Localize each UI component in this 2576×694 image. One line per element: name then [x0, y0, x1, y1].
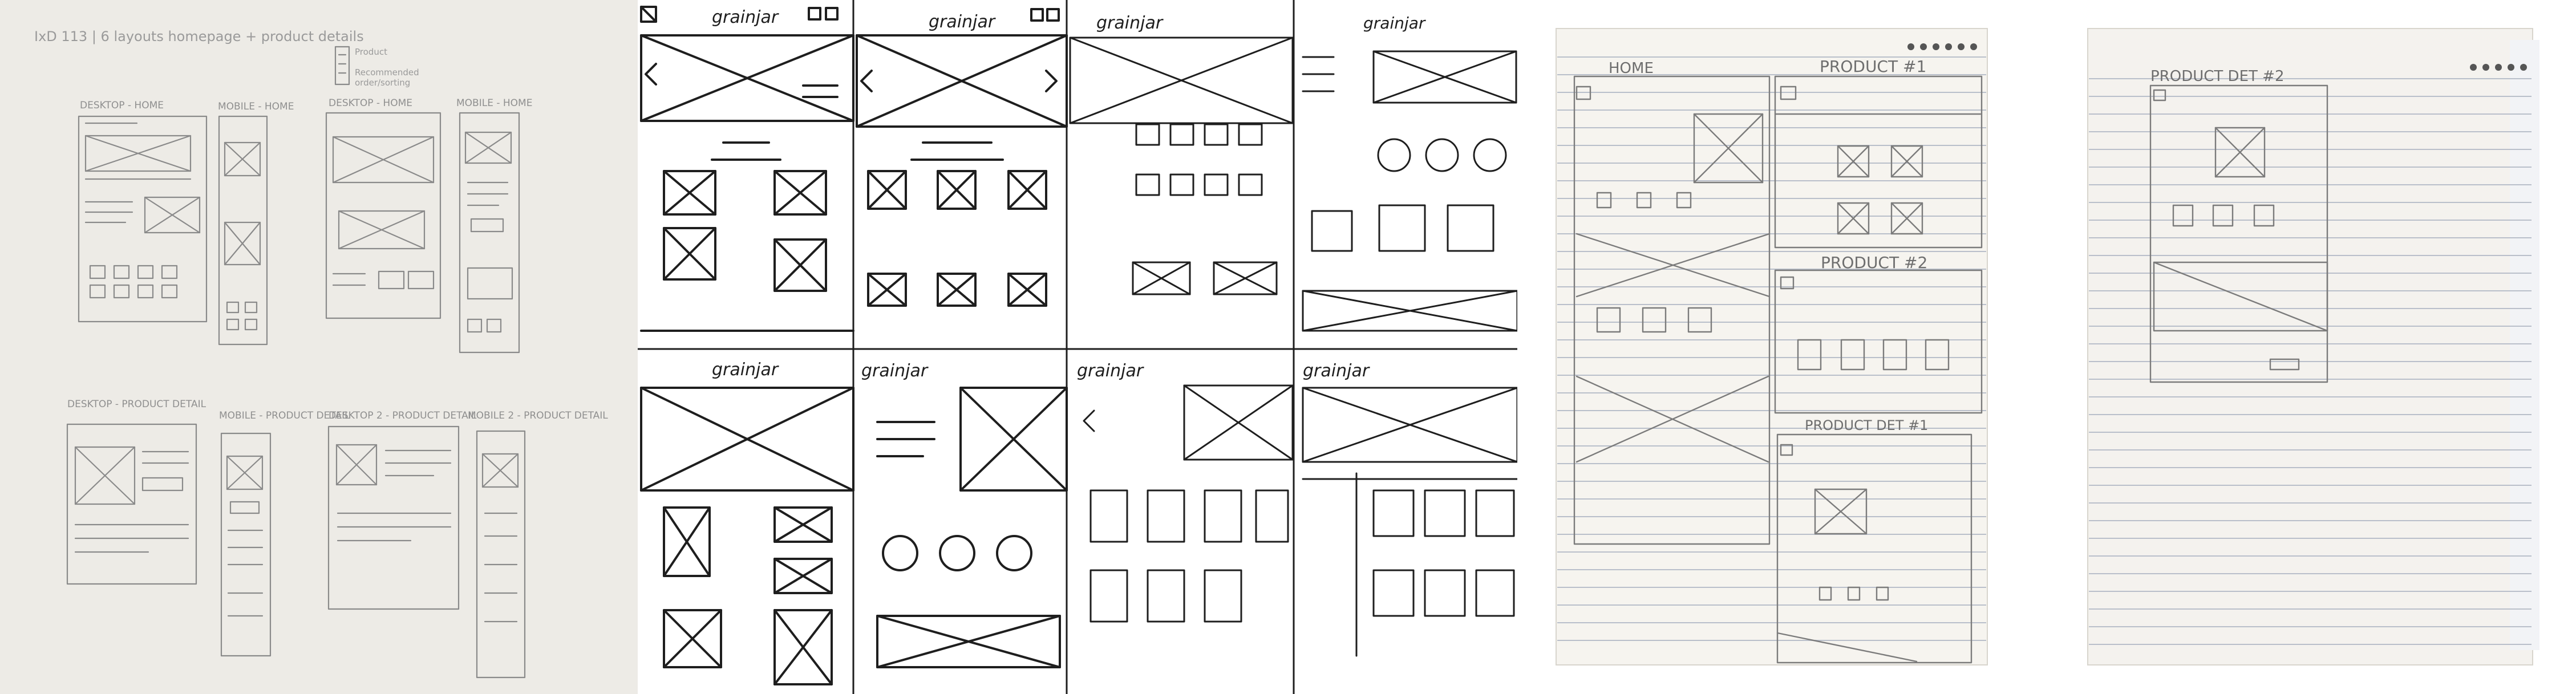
ink-wireframes-panel: grainjar grainjar grainjar grainjar grai…	[638, 0, 1517, 694]
logo-frame-7: grainjar	[1077, 361, 1144, 381]
legend-line-2: Recommended	[355, 67, 419, 78]
label-desktop-home-2: DESKTOP - HOME	[329, 98, 412, 109]
label-mobile-home-1: MOBILE - HOME	[218, 101, 294, 112]
wireframe-desktop-product-1	[66, 423, 197, 585]
label-desktop-product-1: DESKTOP - PRODUCT DETAIL	[67, 399, 206, 410]
logo-frame-5: grainjar	[712, 360, 779, 380]
logo-frame-4: grainjar	[1363, 14, 1426, 33]
notebook-page-2-drawing: PRODUCT DET #2	[2087, 28, 2539, 665]
label-product-detail-2: PRODUCT DET #2	[2150, 68, 2284, 85]
label-mobile-home-2: MOBILE - HOME	[456, 98, 532, 109]
label-mobile-product-1: MOBILE - PRODUCT DETAIL	[219, 410, 350, 421]
label-product-1: PRODUCT #1	[1820, 57, 1926, 76]
ink-wireframes-drawing: grainjar grainjar grainjar grainjar grai…	[638, 0, 1517, 694]
wireframe-mobile-product-2	[476, 430, 526, 679]
notebook-page-1-drawing: HOME PRODUCT #1 PRODUCT #2 PRODUCT DET #…	[1556, 28, 1988, 665]
label-mobile-product-2: MOBILE 2 - PRODUCT DETAIL	[468, 410, 608, 421]
wireframe-desktop-home-2	[325, 112, 442, 319]
legend-line-1: Product	[355, 47, 387, 57]
wireframe-mobile-home-1	[218, 115, 268, 346]
logo-frame-8: grainjar	[1303, 361, 1370, 381]
label-desktop-home-1: DESKTOP - HOME	[80, 100, 164, 111]
sketch-sheet-panel: IxD 113 | 6 layouts homepage + product d…	[0, 0, 638, 694]
notebook-page-1-panel: HOME PRODUCT #1 PRODUCT #2 PRODUCT DET #…	[1517, 0, 1996, 694]
sheet-header: IxD 113 | 6 layouts homepage + product d…	[34, 29, 364, 44]
label-desktop-product-2: DESKTOP 2 - PRODUCT DETAIL	[329, 410, 477, 421]
label-product-2: PRODUCT #2	[1821, 253, 1927, 272]
legend-line-3: order/sorting	[355, 78, 410, 88]
wireframe-mobile-home-2	[459, 112, 520, 354]
label-home: HOME	[1609, 60, 1654, 77]
wireframe-desktop-product-2	[327, 425, 460, 610]
notebook-page-2-panel: PRODUCT DET #2	[1996, 0, 2576, 694]
label-product-detail-1: PRODUCT DET #1	[1805, 417, 1928, 433]
wireframe-mobile-product-1	[220, 432, 272, 657]
sketch-sheet-drawing: IxD 113 | 6 layouts homepage + product d…	[34, 29, 608, 679]
wireframe-desktop-home-1	[78, 115, 208, 323]
logo-frame-2: grainjar	[929, 12, 996, 32]
logo-frame-1: grainjar	[712, 7, 779, 27]
logo-frame-6: grainjar	[861, 361, 929, 381]
logo-frame-3: grainjar	[1096, 13, 1164, 33]
